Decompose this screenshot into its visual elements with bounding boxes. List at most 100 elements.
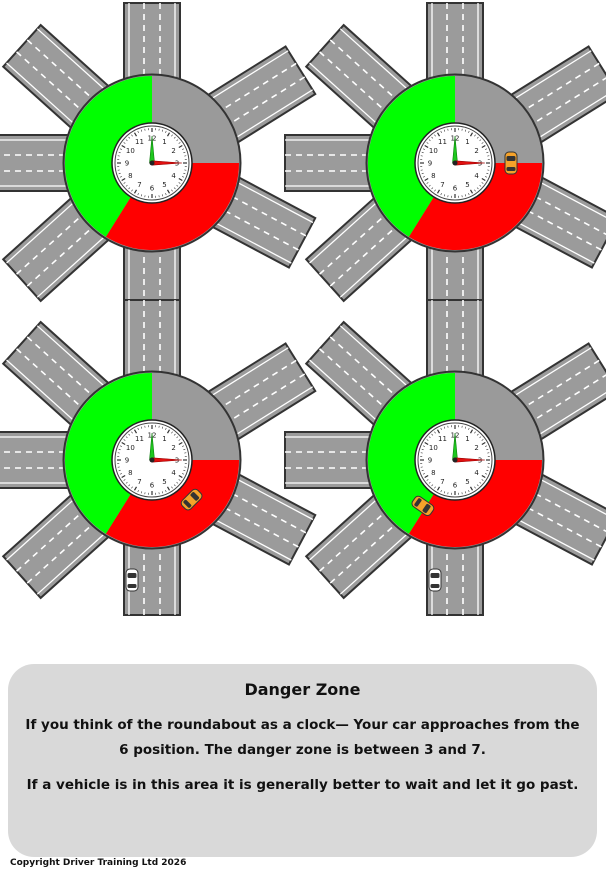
clock-number: 9: [125, 160, 129, 168]
clock-tick: [182, 176, 185, 178]
clock-tick: [123, 439, 126, 441]
white-car-icon: [125, 568, 139, 592]
clock-tick: [443, 426, 446, 429]
clock-number: 7: [137, 478, 141, 486]
clock-tick: [165, 130, 167, 133]
clock-number: 7: [440, 478, 444, 486]
clock-tick: [119, 445, 122, 447]
clock-tick: [440, 130, 442, 133]
clock-tick: [118, 172, 121, 175]
clock-number: 5: [465, 181, 469, 189]
clock-tick: [121, 144, 126, 149]
clock-tick: [481, 479, 484, 481]
clock-number: 11: [438, 435, 447, 443]
clock-number: 6: [150, 482, 155, 490]
clock-tick: [137, 193, 139, 196]
clock-tick: [476, 484, 479, 487]
clock-tick: [166, 429, 171, 434]
clock-tick: [133, 189, 138, 194]
clock-tick: [469, 429, 474, 434]
clock-tick: [178, 474, 183, 479]
clock-tick: [121, 177, 126, 182]
clock-tick: [436, 486, 441, 491]
clock-tick: [468, 427, 470, 430]
clock-tick: [178, 142, 181, 144]
clock-tick: [182, 148, 185, 150]
clock-tick: [443, 129, 446, 132]
clock-tick: [125, 184, 128, 187]
clock-tick: [422, 445, 425, 447]
clock-tick: [118, 151, 121, 154]
clock-tick: [479, 139, 482, 142]
clock-tick: [468, 193, 470, 196]
clock-tick: [468, 130, 470, 133]
clock-tick: [176, 436, 179, 439]
clock-tick: [121, 474, 126, 479]
clock-tick: [481, 474, 486, 479]
clock-tick: [486, 172, 489, 175]
clock-tick: [426, 182, 429, 184]
clock-tick: [436, 189, 441, 194]
clock-tick: [140, 194, 143, 197]
clock-face: 121234567891011: [414, 419, 496, 501]
orange-car-icon: [180, 488, 203, 511]
clock-tick: [131, 486, 133, 489]
clock-face: 121234567891011: [111, 122, 193, 204]
clock-tick: [166, 132, 171, 137]
clock-tick: [476, 136, 479, 139]
clock-tick: [137, 490, 139, 493]
clock-tick: [485, 473, 488, 475]
clock-tick: [128, 484, 131, 487]
clock-number: 1: [162, 435, 166, 443]
clock-tick: [173, 136, 176, 139]
clock-tick: [119, 148, 122, 150]
clock-tick: [128, 187, 131, 190]
clock-tick: [486, 448, 489, 451]
clock-tick: [125, 436, 128, 439]
clock-number: 4: [474, 172, 479, 180]
clock-center: [149, 457, 155, 463]
clock-number: 4: [474, 469, 479, 477]
roundabout-svg: 121234567891011: [0, 2, 317, 319]
clock-number: 4: [171, 469, 176, 477]
clock-tick: [183, 448, 186, 451]
roundabout-diagram-3: 121234567891011: [0, 299, 317, 616]
clock-tick: [165, 427, 167, 430]
clock-number: 6: [453, 482, 458, 490]
white-car-icon: [428, 568, 442, 592]
clock-tick: [171, 134, 173, 137]
clock-tick: [125, 481, 128, 484]
clock-tick: [440, 193, 442, 196]
clock-tick: [123, 142, 126, 144]
clock-tick: [424, 441, 429, 446]
clock-number: 7: [137, 181, 141, 189]
clock-tick: [481, 439, 484, 441]
clock-tick: [428, 139, 431, 142]
clock-tick: [165, 490, 167, 493]
clock-center: [149, 160, 155, 166]
clock-tick: [133, 486, 138, 491]
clock-tick: [140, 491, 143, 494]
clock-tick: [474, 189, 476, 192]
clock-tick: [131, 134, 133, 137]
clock-tick: [434, 486, 436, 489]
clock-number: 9: [428, 457, 432, 465]
clock-tick: [176, 481, 179, 484]
clock-number: 11: [438, 138, 447, 146]
clock-tick: [161, 129, 164, 132]
clock-number: 8: [431, 172, 435, 180]
clock-tick: [469, 132, 474, 137]
clock-tick: [434, 431, 436, 434]
clock-number: 10: [429, 147, 438, 155]
info-panel: Danger Zone If you think of the roundabo…: [8, 664, 597, 857]
clock-tick: [166, 486, 171, 491]
orange-car-icon: [504, 151, 518, 175]
clock-tick: [431, 187, 434, 190]
roundabout-ring: [62, 73, 242, 253]
clock-tick: [133, 132, 138, 137]
clock-tick: [182, 445, 185, 447]
clock-number: 5: [162, 478, 166, 486]
clock-tick: [424, 474, 429, 479]
clock-face: 121234567891011: [414, 122, 496, 204]
clock-number: 10: [126, 444, 135, 452]
